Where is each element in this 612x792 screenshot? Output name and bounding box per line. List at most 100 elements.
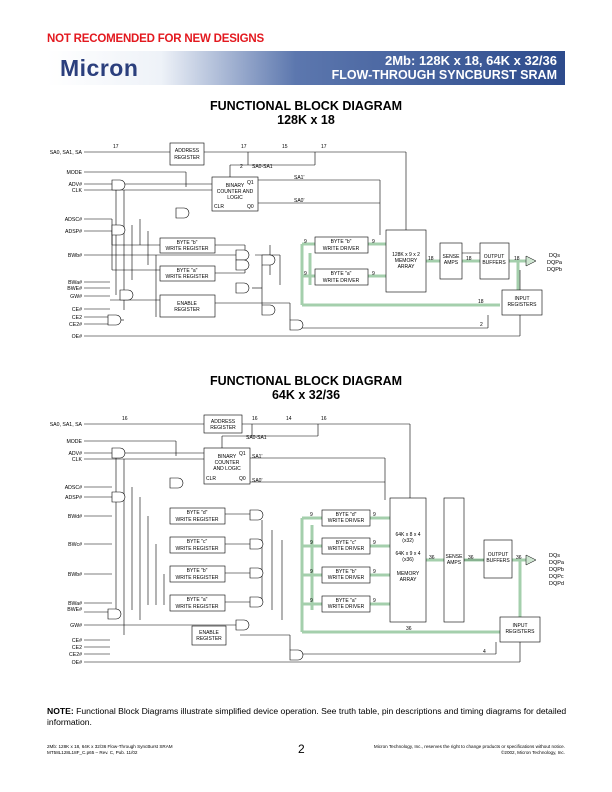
d2-w9g: 9 xyxy=(373,598,376,604)
d1-input-registers-l2: REGISTERS xyxy=(508,302,538,308)
document-title: 2Mb: 128K x 18, 64K x 32/36 FLOW-THROUGH… xyxy=(331,54,557,83)
d2-signal-6: BWd# xyxy=(68,514,82,520)
d1-sa1p: SA1' xyxy=(294,175,304,181)
diagram-2-title-line-2: 64K x 32/36 xyxy=(271,388,341,402)
d1-byte-a-drv-l1: BYTE "a" xyxy=(331,271,352,277)
d2-byte-c-reg-l1: BYTE "c" xyxy=(187,539,208,545)
d1-byte-a-drv-l2: WRITE DRIVER xyxy=(323,278,360,284)
d1-sense-amps-l1: SENSE xyxy=(443,254,461,260)
d2-out-dqpc: DQPc xyxy=(549,574,564,580)
d1-byte-b-drv-l1: BYTE "b" xyxy=(331,239,352,245)
d1-w9a: 9 xyxy=(372,239,375,245)
note-text: Functional Block Diagrams illustrate sim… xyxy=(47,706,567,727)
diagram-1-title: FUNCTIONAL BLOCK DIAGRAM 128K x 18 xyxy=(0,99,612,127)
d2-out-dqpb: DQPb xyxy=(549,567,564,573)
d1-input-registers-l1: INPUT xyxy=(515,296,530,302)
d2-signal-15: OE# xyxy=(72,660,82,666)
footer-right: Micron Technology, Inc., reserves the ri… xyxy=(374,744,565,756)
d2-sense-amps-l1: SENSE xyxy=(446,554,464,560)
d2-signal-11: GW# xyxy=(70,623,82,629)
d1-byte-b-drv-l2: WRITE DRIVER xyxy=(323,246,360,252)
d1-bus-17c: 17 xyxy=(321,144,327,150)
diagram-2-title-line-1: FUNCTIONAL BLOCK DIAGRAM xyxy=(209,374,403,388)
d2-byte-a-reg-l2: WRITE REGISTER xyxy=(175,604,218,610)
d2-sense-amps-l2: AMPS xyxy=(447,560,462,566)
d2-signal-7: BWc# xyxy=(68,542,82,548)
d2-signal-3: CLK xyxy=(72,457,83,463)
d1-signal-10: CE# xyxy=(72,307,82,313)
d2-memory-array-l4: 64K x 9 x 4 xyxy=(395,551,420,557)
d2-byte-a-drv-l2: WRITE DRIVER xyxy=(328,604,365,610)
d1-signal-11: CE2 xyxy=(72,315,82,321)
d1-w9b: 9 xyxy=(304,239,307,245)
d1-signal-8: BWE# xyxy=(67,286,82,292)
d1-bus-17b: 17 xyxy=(241,144,247,150)
d2-w36b: 36 xyxy=(468,555,474,561)
diagram-2-title: FUNCTIONAL BLOCK DIAGRAM 64K x 32/36 xyxy=(0,374,612,402)
d2-byte-d-drv-l1: BYTE "d" xyxy=(336,512,357,518)
d2-w9f: 9 xyxy=(310,569,313,575)
d2-byte-c-drv-l1: BYTE "c" xyxy=(336,540,357,546)
d1-byte-b-reg-l2: WRITE REGISTER xyxy=(165,246,208,252)
d1-w9d: 9 xyxy=(304,271,307,277)
d2-byte-a-reg-l1: BYTE "a" xyxy=(187,597,208,603)
d2-w36a: 36 xyxy=(429,555,435,561)
d2-signal-5: ADSP# xyxy=(65,495,82,501)
diagram-1-title-line-1: FUNCTIONAL BLOCK DIAGRAM xyxy=(209,99,403,113)
d1-q1: Q1 xyxy=(247,180,254,186)
d1-signal-5: ADSP# xyxy=(65,229,82,235)
d2-output-buffers-l2: BUFFERS xyxy=(486,558,510,564)
d2-binary-counter-l3: AND LOGIC xyxy=(213,466,241,472)
d1-w9c: 9 xyxy=(372,271,375,277)
d1-enable-reg-l1: ENABLE xyxy=(177,301,197,307)
d1-byte-a-reg-l1: BYTE "a" xyxy=(177,268,198,274)
d1-binary-counter-l3: LOGIC xyxy=(227,195,243,201)
title-line-2: FLOW-THROUGH SYNCBURST SRAM xyxy=(331,68,557,82)
d2-input-registers-l1: INPUT xyxy=(513,623,528,629)
d1-out-dqpb: DQPb xyxy=(547,267,562,273)
d2-sa0-sa1: SA0-SA1 xyxy=(246,435,267,441)
d2-signal-8: BWb# xyxy=(68,572,82,578)
d2-address-register-l1: ADDRESS xyxy=(211,419,236,425)
d1-signal-12: CE2# xyxy=(69,322,82,328)
d2-enable-reg-l2: REGISTER xyxy=(196,636,222,642)
d1-w2: 2 xyxy=(480,322,483,328)
d2-w9b: 9 xyxy=(310,512,313,518)
d2-signal-0: SA0, SA1, SA xyxy=(50,422,83,428)
d2-byte-b-reg-l2: WRITE REGISTER xyxy=(175,575,218,581)
page-number: 2 xyxy=(298,742,305,756)
d1-byte-b-reg-l1: BYTE "b" xyxy=(177,240,198,246)
d2-input-registers-l2: REGISTERS xyxy=(506,629,536,635)
d2-binary-counter-l2: COUNTER xyxy=(215,460,240,466)
d2-w9a: 9 xyxy=(373,512,376,518)
d1-w18a: 18 xyxy=(428,256,434,262)
d1-signal-3: CLK xyxy=(72,188,83,194)
d2-memory-array-l7: MEMORY xyxy=(397,571,420,577)
d2-byte-d-reg-l1: BYTE "d" xyxy=(187,510,208,516)
d2-out-dqs: DQs xyxy=(549,553,560,559)
d1-signal-0: SA0, SA1, SA xyxy=(50,150,83,156)
d2-binary-counter-l1: BINARY xyxy=(218,454,237,460)
d1-w18c: 18 xyxy=(514,256,520,262)
d2-signal-2: ADV# xyxy=(68,451,82,457)
d1-sa0-sa1: SA0-SA1 xyxy=(252,164,273,170)
d2-signal-1: MODE xyxy=(66,439,82,445)
d2-out-dqpd: DQPd xyxy=(549,581,564,587)
d1-binary-counter-l2: COUNTER AND xyxy=(217,189,254,195)
d2-enable-reg-l1: ENABLE xyxy=(199,630,219,636)
d2-memory-array-l2: (x32) xyxy=(402,538,414,544)
d2-w36d: 36 xyxy=(406,626,412,632)
d1-enable-reg-l2: REGISTER xyxy=(174,307,200,313)
d2-sa0p: SA0' xyxy=(252,478,262,484)
d1-w18b: 18 xyxy=(466,256,472,262)
micron-logo: Micron xyxy=(60,55,139,81)
d2-memory-array-l5: (x36) xyxy=(402,557,414,563)
d1-sense-amps-l2: AMPS xyxy=(444,260,459,266)
d1-bus-15: 15 xyxy=(282,144,288,150)
d2-signal-9: BWa# xyxy=(68,601,82,607)
d2-bus-16c: 16 xyxy=(321,416,327,422)
d1-signal-6: BWb# xyxy=(68,253,82,259)
d2-memory-array-l8: ARRAY xyxy=(400,577,418,583)
note: NOTE: Functional Block Diagrams illustra… xyxy=(47,706,567,728)
d2-w9d: 9 xyxy=(310,540,313,546)
